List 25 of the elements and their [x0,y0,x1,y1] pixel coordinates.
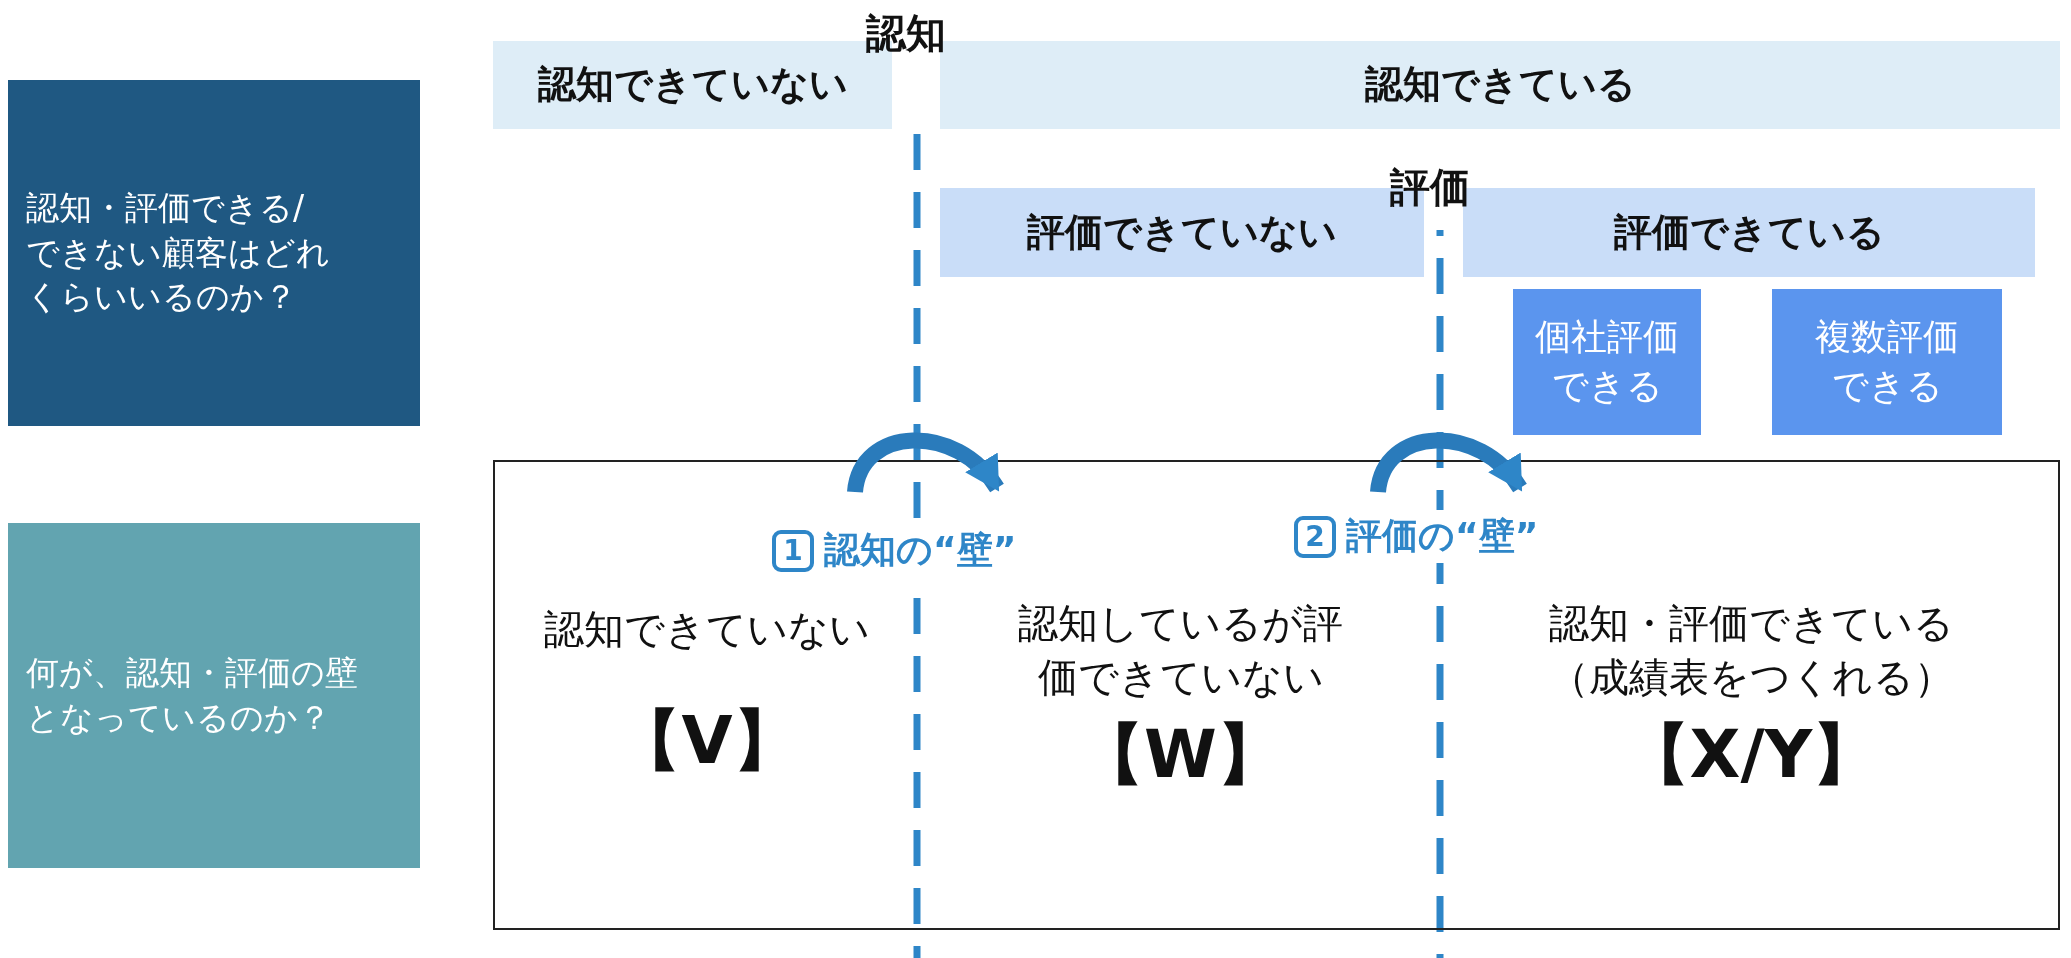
box-label: 複数評価できる [1814,315,1960,408]
segment-description: 認知しているが評価できていない [1017,599,1344,702]
wall-label: 評価の“壁” [1346,514,1539,558]
box-label: 個社評価できる [1534,315,1680,408]
segment-description: 認知できていない [544,605,870,654]
sub-category-box [1772,289,2002,435]
question-box [8,523,420,868]
callout-number: 2 [1294,515,1336,558]
box-label: 評価できていない [1027,208,1337,256]
segment-description: 認知・評価できている（成績表をつくれる） [1547,599,1955,702]
wall-label: 認知の“壁” [824,528,1017,572]
callout-number: 1 [772,529,814,572]
axis-label: 評価 [1390,163,1470,212]
segment-code: 【W】 [1078,715,1283,795]
box-label: 認知・評価できる/できない顧客はどれくらいいるのか？ [26,187,331,319]
box-label: 評価できている [1613,208,1885,256]
segment-code: 【X/Y】 [1623,715,1879,795]
box-label: 認知できている [1364,61,1636,109]
segment-frame [493,460,2060,930]
segment-code: 【V】 [615,701,799,781]
question-box [8,80,420,426]
sub-category-box [1513,289,1701,435]
box-label: 認知できていない [537,61,848,109]
box-label: 何が、認知・評価の壁となっているのか？ [26,651,359,739]
axis-label: 認知 [866,9,946,58]
